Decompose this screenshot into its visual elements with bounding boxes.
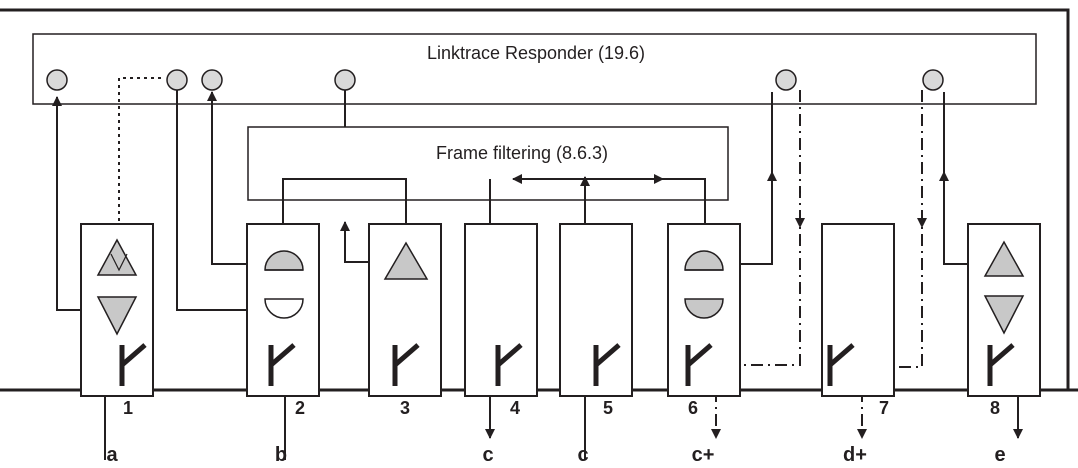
frame-filtering-box [247, 126, 729, 201]
port6-down-arrowhead [795, 218, 805, 228]
port1-dotted-path [118, 77, 165, 270]
bottom-label-c-1: c [482, 444, 493, 466]
port-7-box [821, 223, 895, 397]
port-number-2: 2 [295, 398, 305, 418]
bridge-port-markers [119, 343, 1015, 386]
bottom-label-e: e [994, 444, 1005, 466]
port1-dotted-arrowhead [110, 253, 128, 272]
port3-bridge-marker [392, 343, 420, 386]
port6-lower-mip-icon [684, 298, 724, 319]
responder-circles [46, 69, 944, 91]
port-number-6: 6 [688, 398, 698, 418]
bottom-label-c-plus: c+ [692, 444, 715, 466]
bottom-label-a: a [106, 444, 118, 466]
port8-up-mep-icon [983, 240, 1025, 277]
frame-filtering-label: Frame filtering (8.6.3) [436, 143, 608, 163]
port-number-3: 3 [400, 398, 410, 418]
bottom-label-b: b [275, 444, 287, 466]
port2-bridge-marker [268, 343, 296, 386]
port1-bridge-marker [119, 343, 147, 386]
port2-to-filter [282, 178, 407, 255]
linktrace-responder-title: Linktrace Responder (19.6) [427, 43, 645, 63]
port6-dashdot-path [711, 90, 801, 439]
port-number-1: 1 [123, 398, 133, 418]
port2-upper-mip-icon [264, 250, 304, 271]
port-4-box [464, 223, 538, 397]
responder-port1-circle [46, 69, 68, 91]
responder-port6-circle [775, 69, 797, 91]
port-number-4: 4 [510, 398, 520, 418]
port6-upper-mip-icon [684, 250, 724, 271]
port1-down-mep-icon [96, 296, 138, 336]
port-number-7: 7 [879, 398, 889, 418]
port4-bridge-marker [495, 343, 523, 386]
responder-port2a-circle [166, 69, 188, 91]
responder-port8-circle [922, 69, 944, 91]
port8-down-mep-icon [983, 295, 1025, 335]
port-number-5: 5 [603, 398, 613, 418]
responder-port2b-circle [201, 69, 223, 91]
port2-up-path-a [172, 79, 274, 311]
bottom-label-d-plus: d+ [843, 444, 867, 466]
port7-down-arrowhead [917, 218, 927, 228]
port6-bridge-marker [685, 343, 713, 386]
port2-lower-mip-icon [264, 298, 304, 319]
bottom-label-c-2: c [577, 444, 588, 466]
mp-shapes [96, 238, 1025, 336]
linktrace-responder-box [32, 33, 1037, 105]
port1-up-mep-icon [96, 238, 138, 276]
port5-bridge-marker [593, 343, 621, 386]
port-number-8: 8 [990, 398, 1000, 418]
port8-bridge-marker [987, 343, 1015, 386]
responder-port3-circle [334, 69, 356, 91]
port3-up-mep-icon [383, 241, 429, 280]
port7-bridge-marker [827, 343, 855, 386]
bridge-frame [0, 8, 1070, 390]
